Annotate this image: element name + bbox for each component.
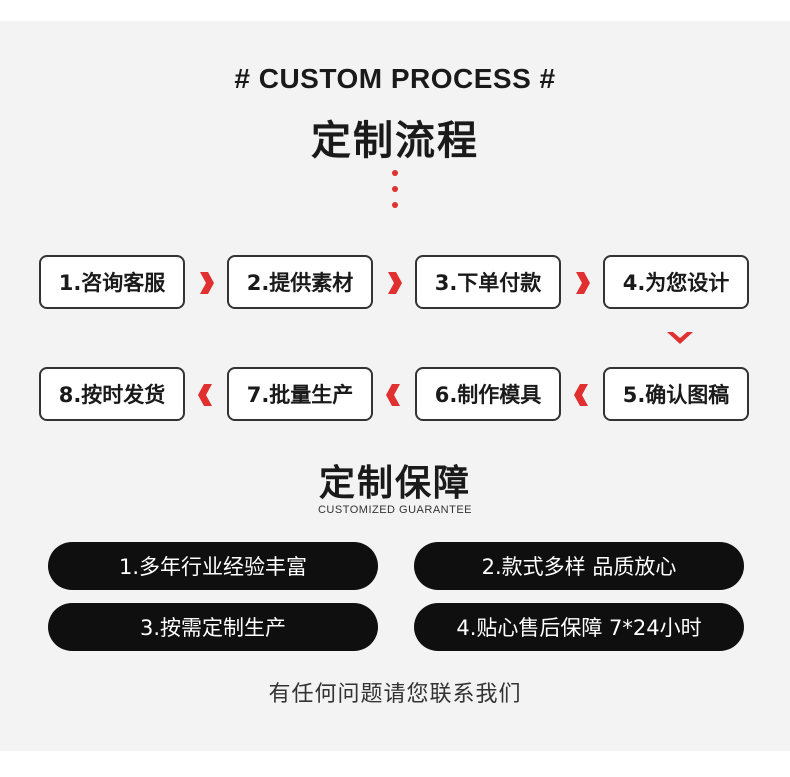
divider-dots: [392, 170, 400, 218]
process-step-6: 6.制作模具: [415, 367, 561, 421]
guarantee-item-2: 2.款式多样 品质放心: [414, 542, 744, 590]
guarantee-heading: 定制保障: [318, 463, 471, 504]
process-step-3: 3.下单付款: [415, 255, 561, 309]
arrow-left-icon: [386, 384, 400, 406]
divider-dot: [392, 186, 398, 192]
process-step-4: 4.为您设计: [603, 255, 749, 309]
process-step-2: 2.提供素材: [227, 255, 373, 309]
arrow-right-icon: [388, 272, 402, 294]
arrow-down-icon: [667, 332, 693, 344]
arrow-left-icon: [574, 384, 588, 406]
process-step-1: 1.咨询客服: [39, 255, 185, 309]
guarantee-subheading: CUSTOMIZED GUARANTEE: [317, 504, 473, 516]
process-heading-cn-text: 定制流程: [311, 118, 479, 164]
arrow-right-icon: [576, 272, 590, 294]
process-step-7: 7.批量生产: [227, 367, 373, 421]
process-heading-en: # CUSTOM PROCESS #: [234, 63, 556, 94]
process-heading-cn: 定制流程: [301, 108, 489, 166]
guarantee-item-1: 1.多年行业经验丰富: [48, 542, 378, 590]
divider-dot: [392, 170, 398, 176]
process-step-5: 5.确认图稿: [603, 367, 749, 421]
guarantee-item-4: 4.贴心售后保障 7*24小时: [414, 603, 744, 651]
guarantee-item-3: 3.按需定制生产: [48, 603, 378, 651]
contact-text: 有任何问题请您联系我们: [268, 682, 522, 707]
arrow-left-icon: [198, 384, 212, 406]
divider-dot: [392, 202, 398, 208]
process-heading-cn-wrap: 定制流程: [0, 108, 790, 166]
process-step-8: 8.按时发货: [39, 367, 185, 421]
arrow-right-icon: [200, 272, 214, 294]
